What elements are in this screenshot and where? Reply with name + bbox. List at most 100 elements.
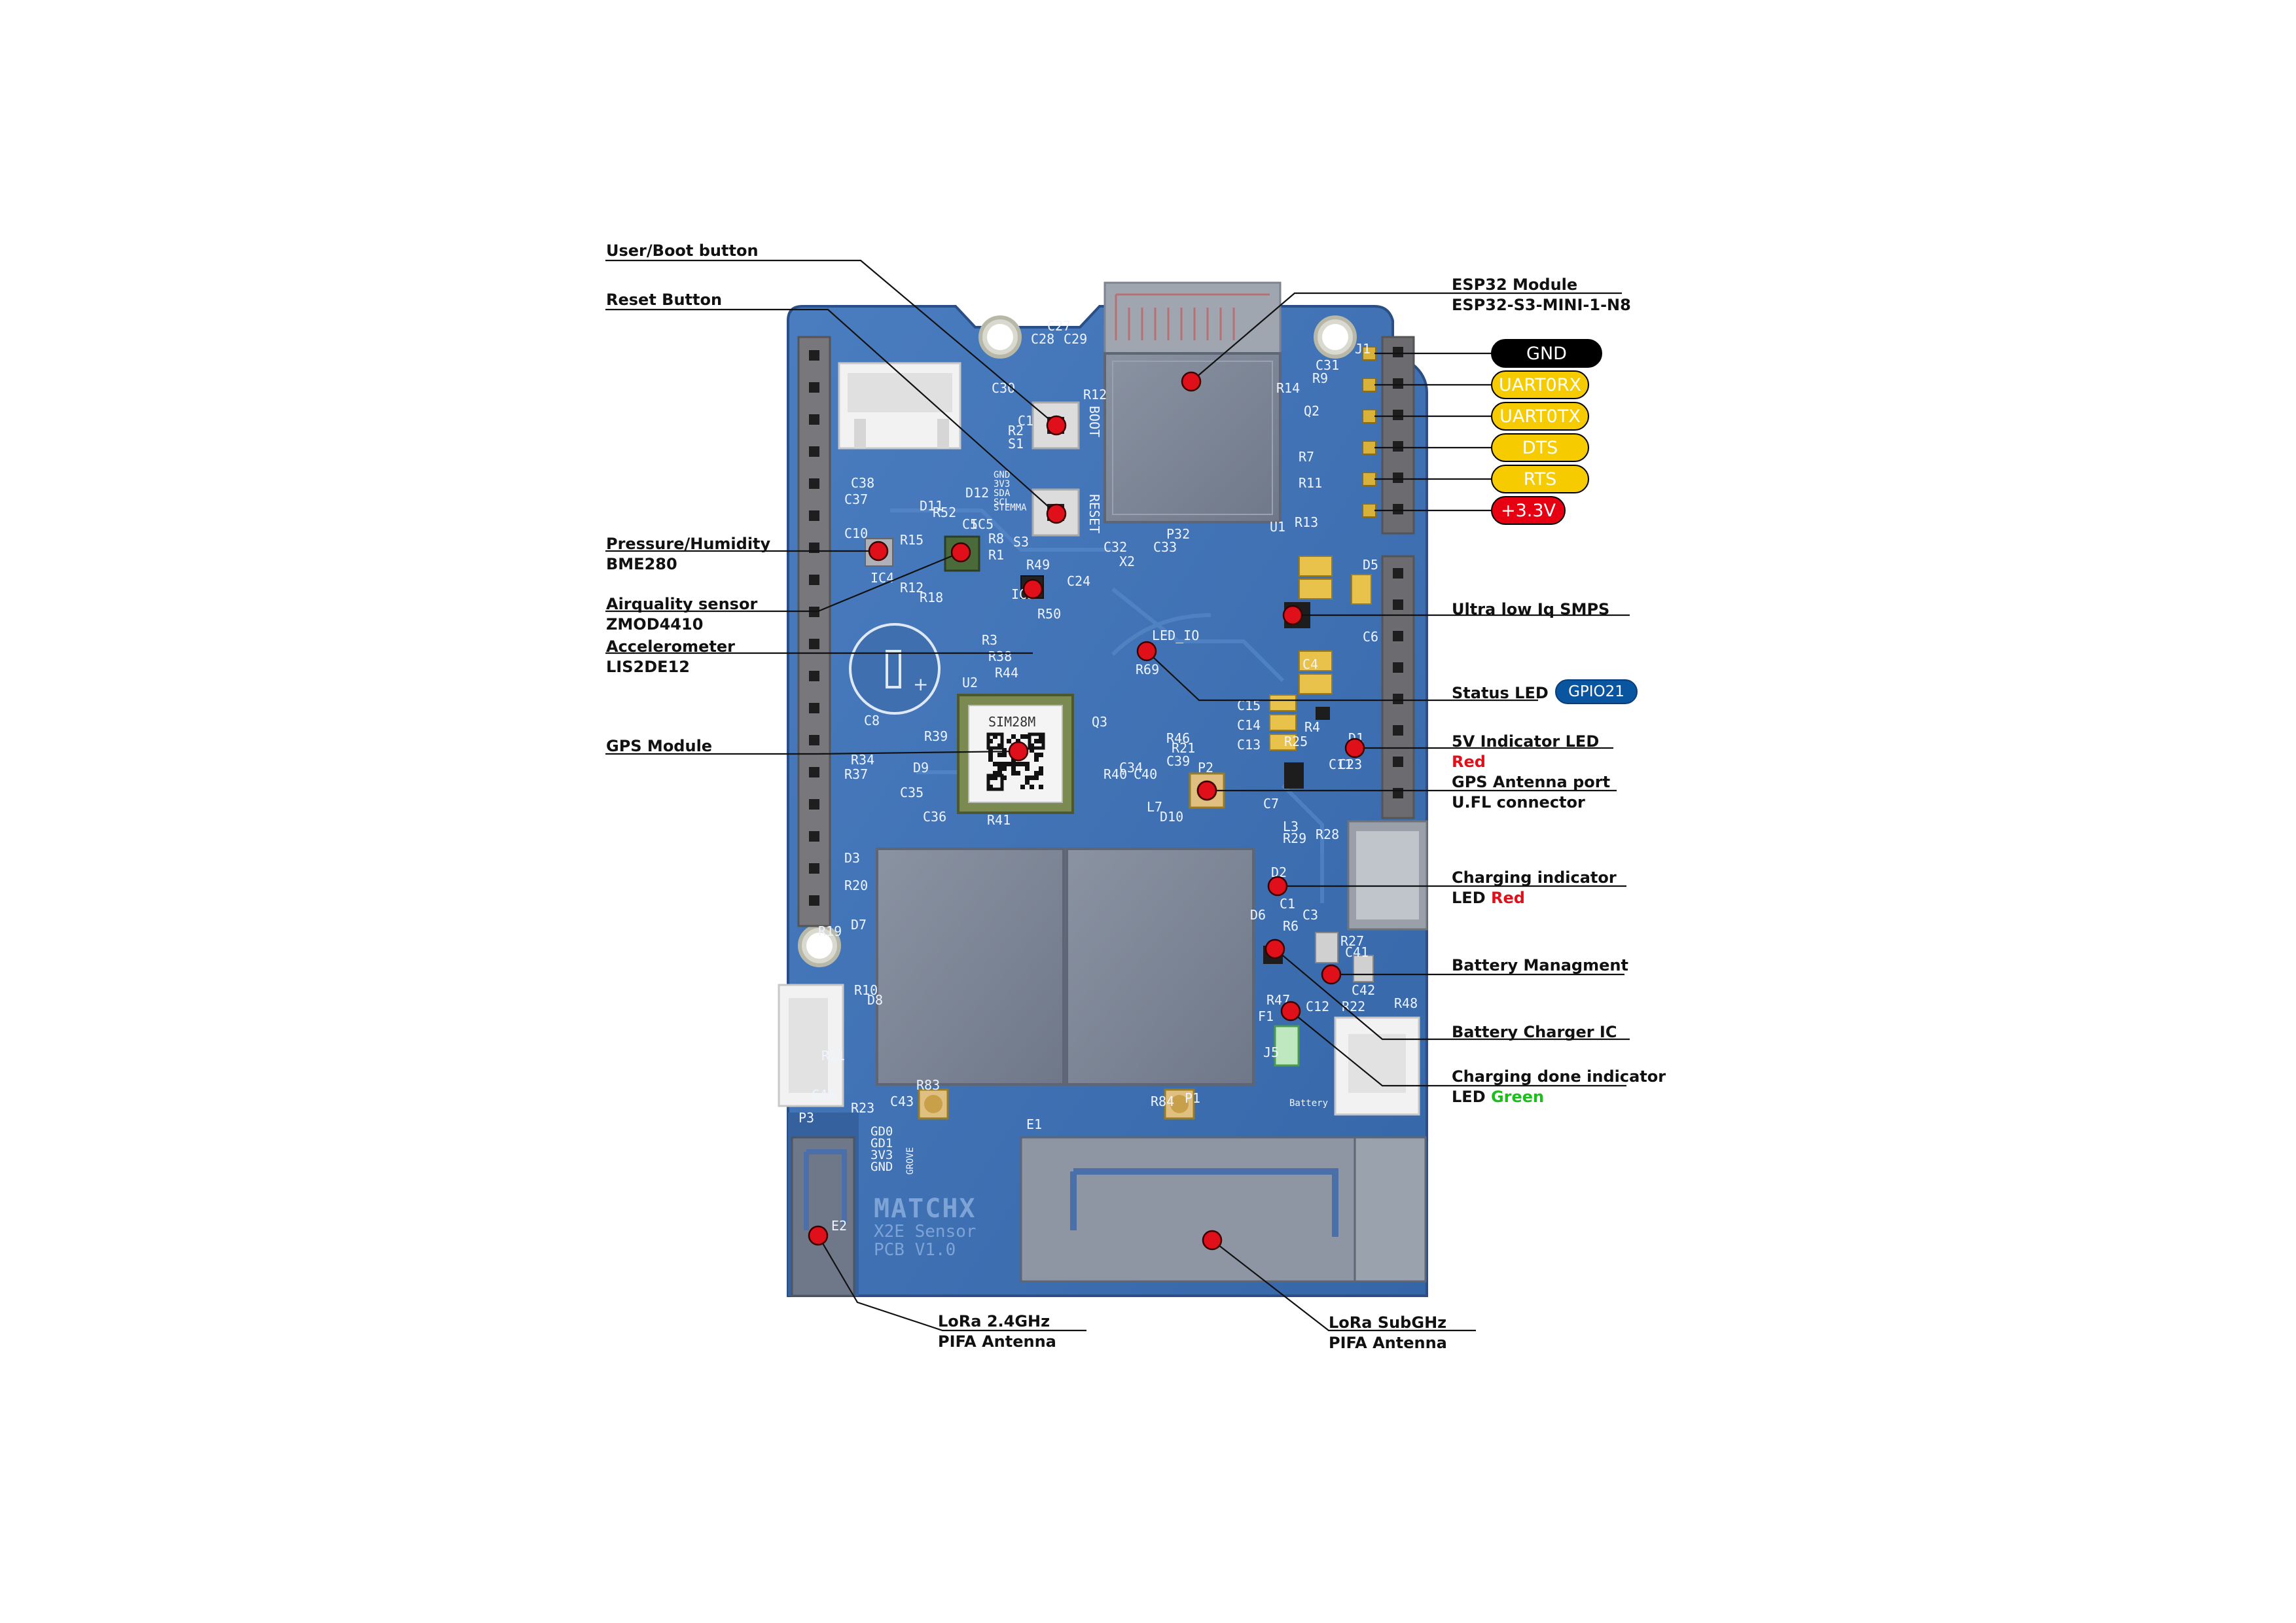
silk-refdes: U2 [962,675,978,690]
header-pin [1393,662,1403,673]
label-line: Pressure/Humidity [606,534,770,554]
silk-refdes: C31 [1316,357,1339,373]
logo-text: MATCHX [874,1194,977,1224]
label-line: Battery Charger IC [1452,1022,1617,1043]
silk-refdes: IC5 [970,516,994,532]
qr-cell [1011,734,1016,739]
qr-cell [1011,766,1016,771]
qr-cell [1011,762,1016,766]
header-pin [1393,757,1403,767]
silk-refdes: D10 [1160,809,1183,825]
callout-marker [1047,416,1066,435]
silk-refdes: C7 [1263,796,1279,812]
right-pin-header-lower [1382,556,1414,818]
pin-dts: DTS [1491,433,1589,462]
silk-refdes: C35 [900,785,924,800]
usb-c-port [1348,821,1427,929]
silk-refdes: J1 [1355,341,1371,357]
qr-cell [997,766,1002,771]
silk-refdes: R19 [818,923,842,939]
label-line: BME280 [606,554,770,575]
label-accelerometer: Accelerometer LIS2DE12 [606,637,735,677]
header-pin [809,767,819,777]
qr-cell [1034,757,1039,762]
label-status-led: Status LED [1452,683,1549,704]
silk-refdes: C6 [1363,629,1378,645]
pin-uart0tx: UART0TX [1491,402,1589,431]
silk-refdes: D8 [867,992,883,1008]
silk-refdes: P2 [1198,760,1213,776]
silk-refdes: R14 [1276,380,1300,396]
silk-refdes: P32 [1166,526,1190,542]
header-pin [1393,694,1403,704]
uart-pin [1363,378,1376,391]
label-lora-24ghz: LoRa 2.4GHz PIFA Antenna [938,1311,1056,1352]
silk-refdes: Q2 [1304,403,1319,419]
callout-marker [1203,1231,1221,1249]
header-pin [809,831,819,842]
silk-refdes: R23 [851,1100,874,1116]
silk-refdes: D12 [965,485,989,501]
label-battery-management: Battery Managment [1452,955,1628,976]
silk-refdes: U1 [1270,519,1285,535]
callout-marker [1009,742,1028,760]
header-pin [809,863,819,874]
uart-pin [1363,441,1376,454]
qr-cell [988,757,993,762]
qr-cell [1039,771,1043,776]
label-line: Charging indicator [1452,868,1617,888]
qr-cell [1007,739,1011,743]
lora-24ghz-antenna [792,1137,854,1296]
silk-refdes: R48 [1394,995,1418,1011]
stemma-connector [839,363,960,448]
silk-refdes: R84 [1151,1094,1174,1109]
silk-refdes: R18 [920,590,943,605]
silk-refdes: C3 [1302,907,1318,923]
silk-refdes: C37 [844,491,868,507]
uart-pin [1363,410,1376,423]
qr-cell [1025,766,1030,771]
silk-refdes: R11 [1299,475,1322,491]
callout-marker [1198,781,1216,800]
silk-refdes: R40 [1103,766,1127,782]
silk-refdes: R34 [851,752,874,768]
gpio21-badge: GPIO21 [1555,679,1638,704]
header-pin [809,350,819,361]
silk-refdes: R50 [1037,606,1061,622]
silk-refdes: J5 [1263,1044,1279,1060]
pin-uart0rx: UART0RX [1491,370,1589,399]
silk-refdes: R1 [988,547,1004,563]
header-pin [809,575,819,585]
silk-refdes: R6 [1283,918,1299,934]
label-line: Status LED [1452,683,1549,704]
header-pin [809,895,819,906]
header-pin [1393,378,1403,389]
label-line: Accelerometer [606,637,735,657]
callout-marker [952,543,970,562]
qr-cell [1034,771,1039,776]
header-pin [809,382,819,393]
qr-cell [1016,762,1020,766]
silk-refdes: C1 [1018,413,1033,429]
label-line: Airquality sensor [606,594,757,615]
qr-cell [1025,776,1030,780]
silk-refdes: R69 [1136,662,1159,677]
label-led-word: LED [1452,1088,1491,1106]
silk-label: Battery [1289,1098,1328,1109]
header-pin [809,414,819,425]
silk-refdes: C44 [812,1087,835,1103]
header-pin [809,639,819,649]
silk-refdes: R20 [844,878,868,893]
label-charging-done-indicator: Charging done indicator LED Green [1452,1067,1666,1107]
silk-refdes: C42 [1352,982,1375,998]
callout-marker [869,542,888,560]
label-gps-antenna-port: GPS Antenna port U.FL connector [1452,772,1610,813]
silk-refdes: C28 [1031,331,1054,347]
silk-refdes: C36 [923,809,946,825]
product-name: X2E Sensor [874,1222,977,1241]
silk-refdes: R11 [821,1048,845,1063]
header-pin [809,510,819,521]
label-led-word: LED [1452,889,1491,907]
qr-cell [1039,766,1043,771]
silk-refdes: D6 [1250,907,1266,923]
